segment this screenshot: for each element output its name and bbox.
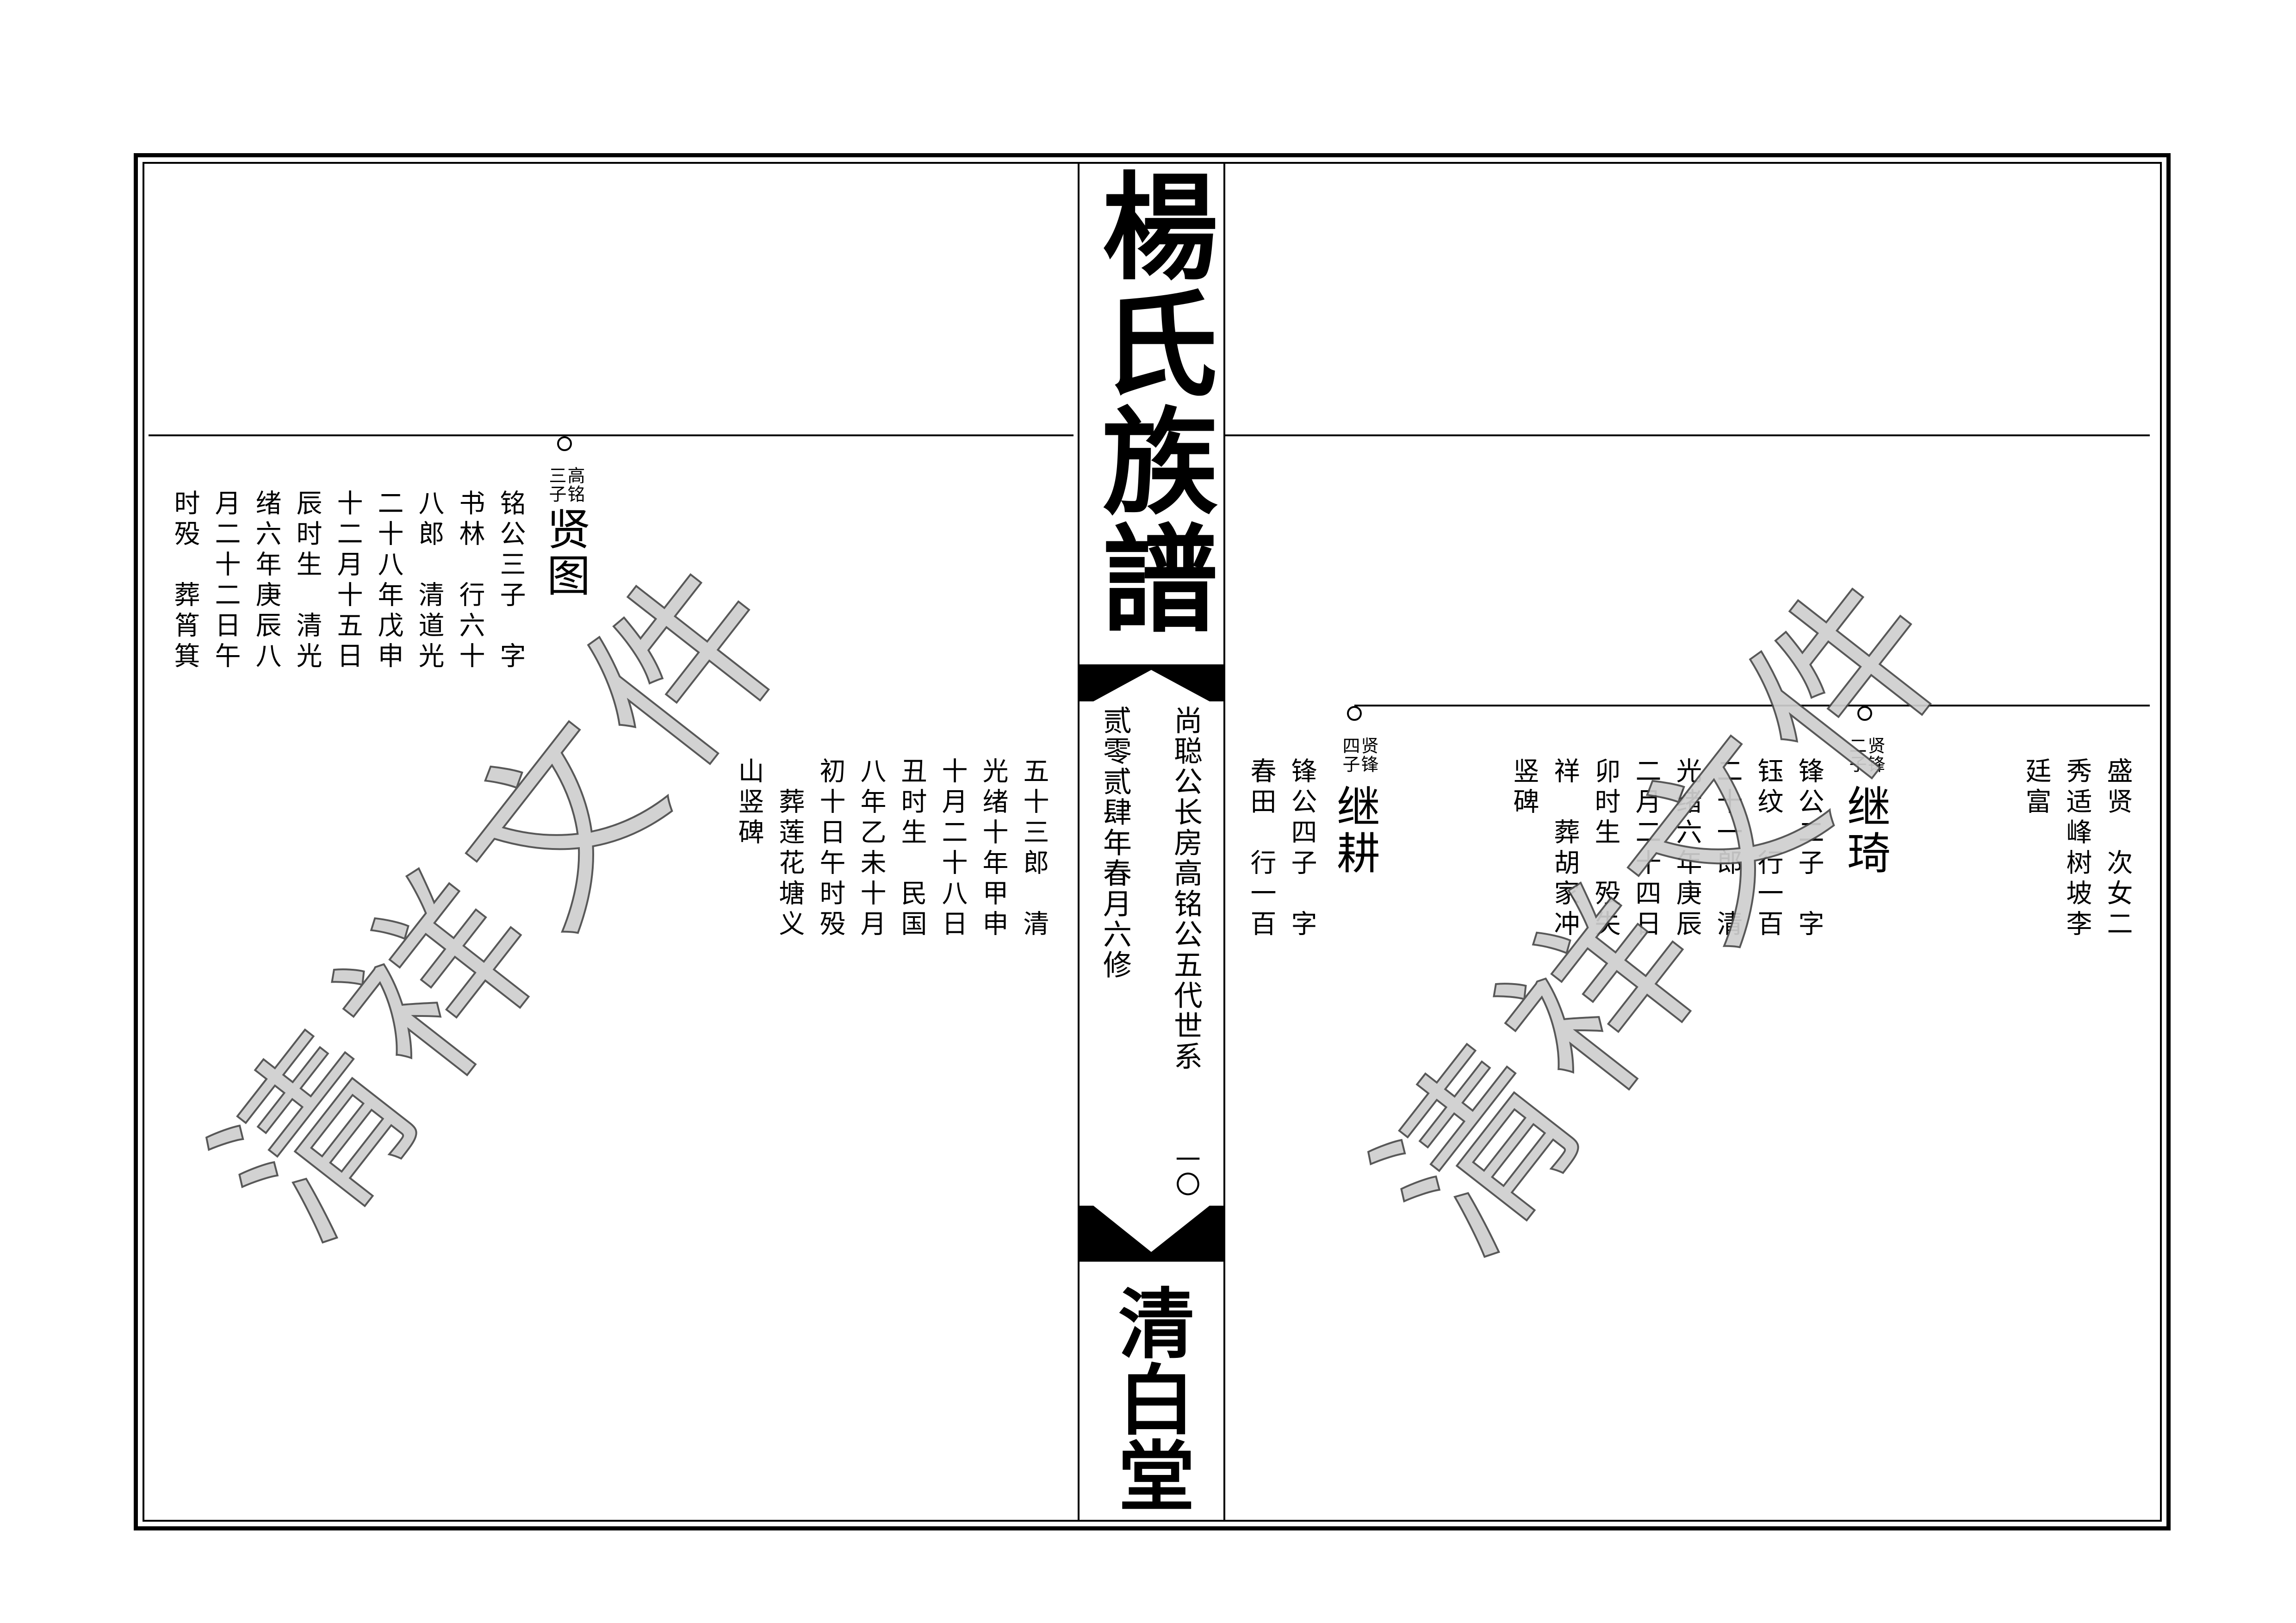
biography-column: 山竖碑	[734, 757, 764, 849]
biography-column: 十二月十五日	[333, 489, 363, 673]
book-title: 楊氏族譜	[1082, 167, 1218, 637]
biography-column: 八郎 清道光	[414, 489, 444, 673]
carryover-column: 秀适峰树坡李	[2062, 757, 2092, 941]
biography-column: 锋公二子 字	[1794, 757, 1824, 941]
biography-column: 辰时生 清光	[292, 489, 322, 673]
outer-border	[134, 153, 2171, 1530]
branch-title: 尚聪公长房高铭公五代世系	[1169, 706, 1203, 1072]
carryover-column: 廷富	[2021, 757, 2051, 818]
page-number: 一〇	[1171, 1146, 1200, 1196]
relation-father: 贤锋	[1865, 737, 1885, 774]
inner-border	[143, 162, 2162, 1522]
edition-note: 贰零贰肆年春月六修	[1098, 706, 1132, 980]
biography-column: 初十日午时殁	[815, 757, 845, 941]
node-circle-jiqi	[1857, 706, 1872, 721]
biography-column: 五十三郎 清	[1019, 757, 1049, 941]
biography-column: 光绪十年甲申	[978, 757, 1008, 941]
node-circle-jigeng	[1347, 706, 1362, 721]
biography-column: 春田 行一百	[1246, 757, 1276, 941]
person-name: 继耕	[1329, 784, 1380, 877]
biography-column: 二十八年戊申	[373, 489, 403, 673]
biography-column: 丑时生 民国	[897, 757, 927, 941]
biography-column: 二十一郎 清	[1713, 757, 1743, 941]
biography-column: 葬莲花塘义	[775, 757, 805, 941]
biography-column: 卯时生 殁失	[1590, 757, 1620, 941]
biography-column: 钰纹 行一百	[1753, 757, 1783, 941]
left-node-circle	[557, 436, 572, 451]
biography-column: 祥 葬胡家冲	[1550, 757, 1580, 941]
biography-column: 绪六年庚辰八	[251, 489, 281, 673]
biography-column: 竖碑	[1509, 757, 1539, 818]
relation-order: 四子	[1340, 737, 1360, 774]
biography-column: 铭公三子 字	[496, 489, 526, 673]
relation-order: 二子	[1846, 737, 1867, 774]
spine-right-rule	[1223, 162, 1225, 1522]
biography-column: 二月二十四日	[1631, 757, 1661, 941]
biography-column: 时殁 葬筲箕	[170, 489, 200, 673]
fish-tail-top	[1080, 664, 1223, 701]
spine-left-rule	[1078, 162, 1080, 1522]
left-generation-line	[149, 434, 1074, 436]
relation-father: 贤锋	[1358, 737, 1378, 774]
biography-column: 月二十二日午	[211, 489, 241, 673]
relation-order: 三子	[546, 466, 566, 503]
biography-column: 十月二十八日	[937, 757, 968, 941]
biography-column: 光绪六年庚辰	[1672, 757, 1702, 941]
biography-column: 书林 行六十	[455, 489, 485, 673]
right-generation-line	[1225, 434, 2150, 436]
fish-tail-bottom	[1080, 1206, 1223, 1262]
person-name: 贤图	[540, 507, 590, 599]
carryover-column: 盛贤 次女二	[2103, 757, 2133, 941]
relation-father: 高铭	[565, 466, 585, 503]
person-name: 继琦	[1840, 784, 1890, 877]
sibling-connector-line	[1354, 705, 2150, 706]
hall-name: 清白堂	[1105, 1284, 1195, 1513]
biography-column: 八年乙未十月	[856, 757, 886, 941]
biography-column: 锋公四子 字	[1287, 757, 1317, 941]
